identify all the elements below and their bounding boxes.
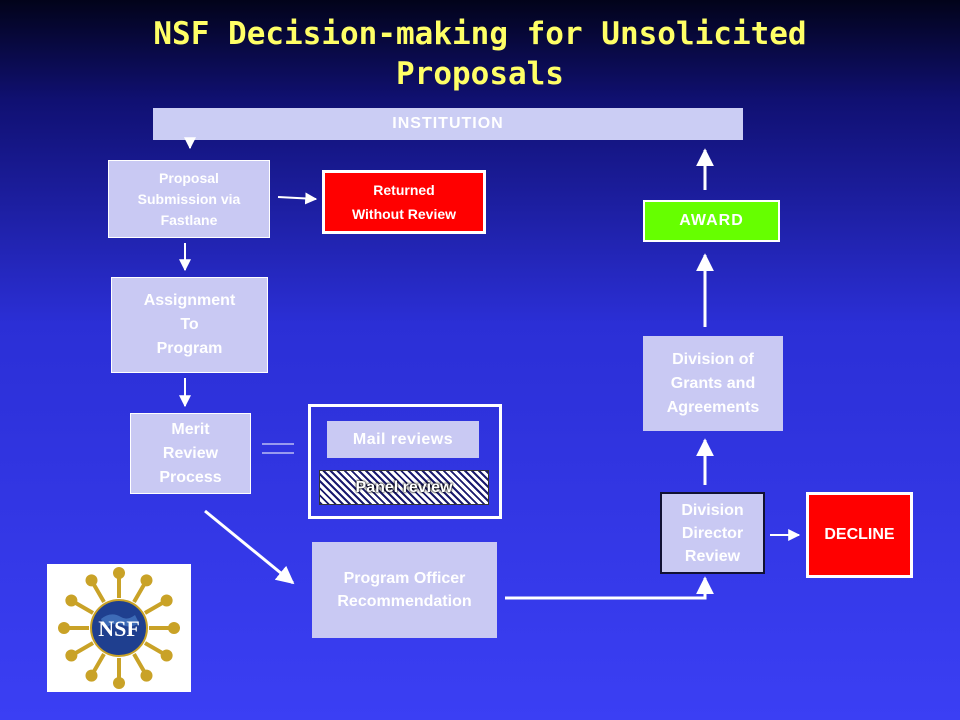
decline-box: DECLINE <box>806 492 913 578</box>
arrow-merit-to-program-officer <box>204 509 295 585</box>
diagram-title: NSF Decision-making for Unsolicited Prop… <box>153 16 807 92</box>
proposal-submission-box: Proposal Submission via Fastlane <box>108 160 270 238</box>
arrow-program-officer-to-director <box>505 576 714 600</box>
returned-without-review-box: Returned Without Review <box>322 170 486 234</box>
nsf-logo: NSF <box>47 564 191 692</box>
nsf-logo-text: NSF <box>98 616 140 641</box>
equivalence-sign <box>262 443 294 454</box>
mail-reviews-box: Mail reviews <box>327 421 479 458</box>
panel-review-box: Panel review <box>319 470 489 505</box>
award-box: AWARD <box>643 200 780 242</box>
institution-box: INSTITUTION <box>153 108 743 140</box>
arrow-proposal-to-returned <box>277 192 318 205</box>
program-officer-recommendation-box: Program Officer Recommendation <box>312 542 497 638</box>
merit-review-process-box: Merit Review Process <box>130 413 251 494</box>
division-grants-agreements-box: Division of Grants and Agreements <box>643 336 783 431</box>
division-director-review-box: Division Director Review <box>660 492 765 574</box>
assignment-to-program-box: Assignment To Program <box>111 277 268 373</box>
review-methods-group <box>308 404 502 519</box>
